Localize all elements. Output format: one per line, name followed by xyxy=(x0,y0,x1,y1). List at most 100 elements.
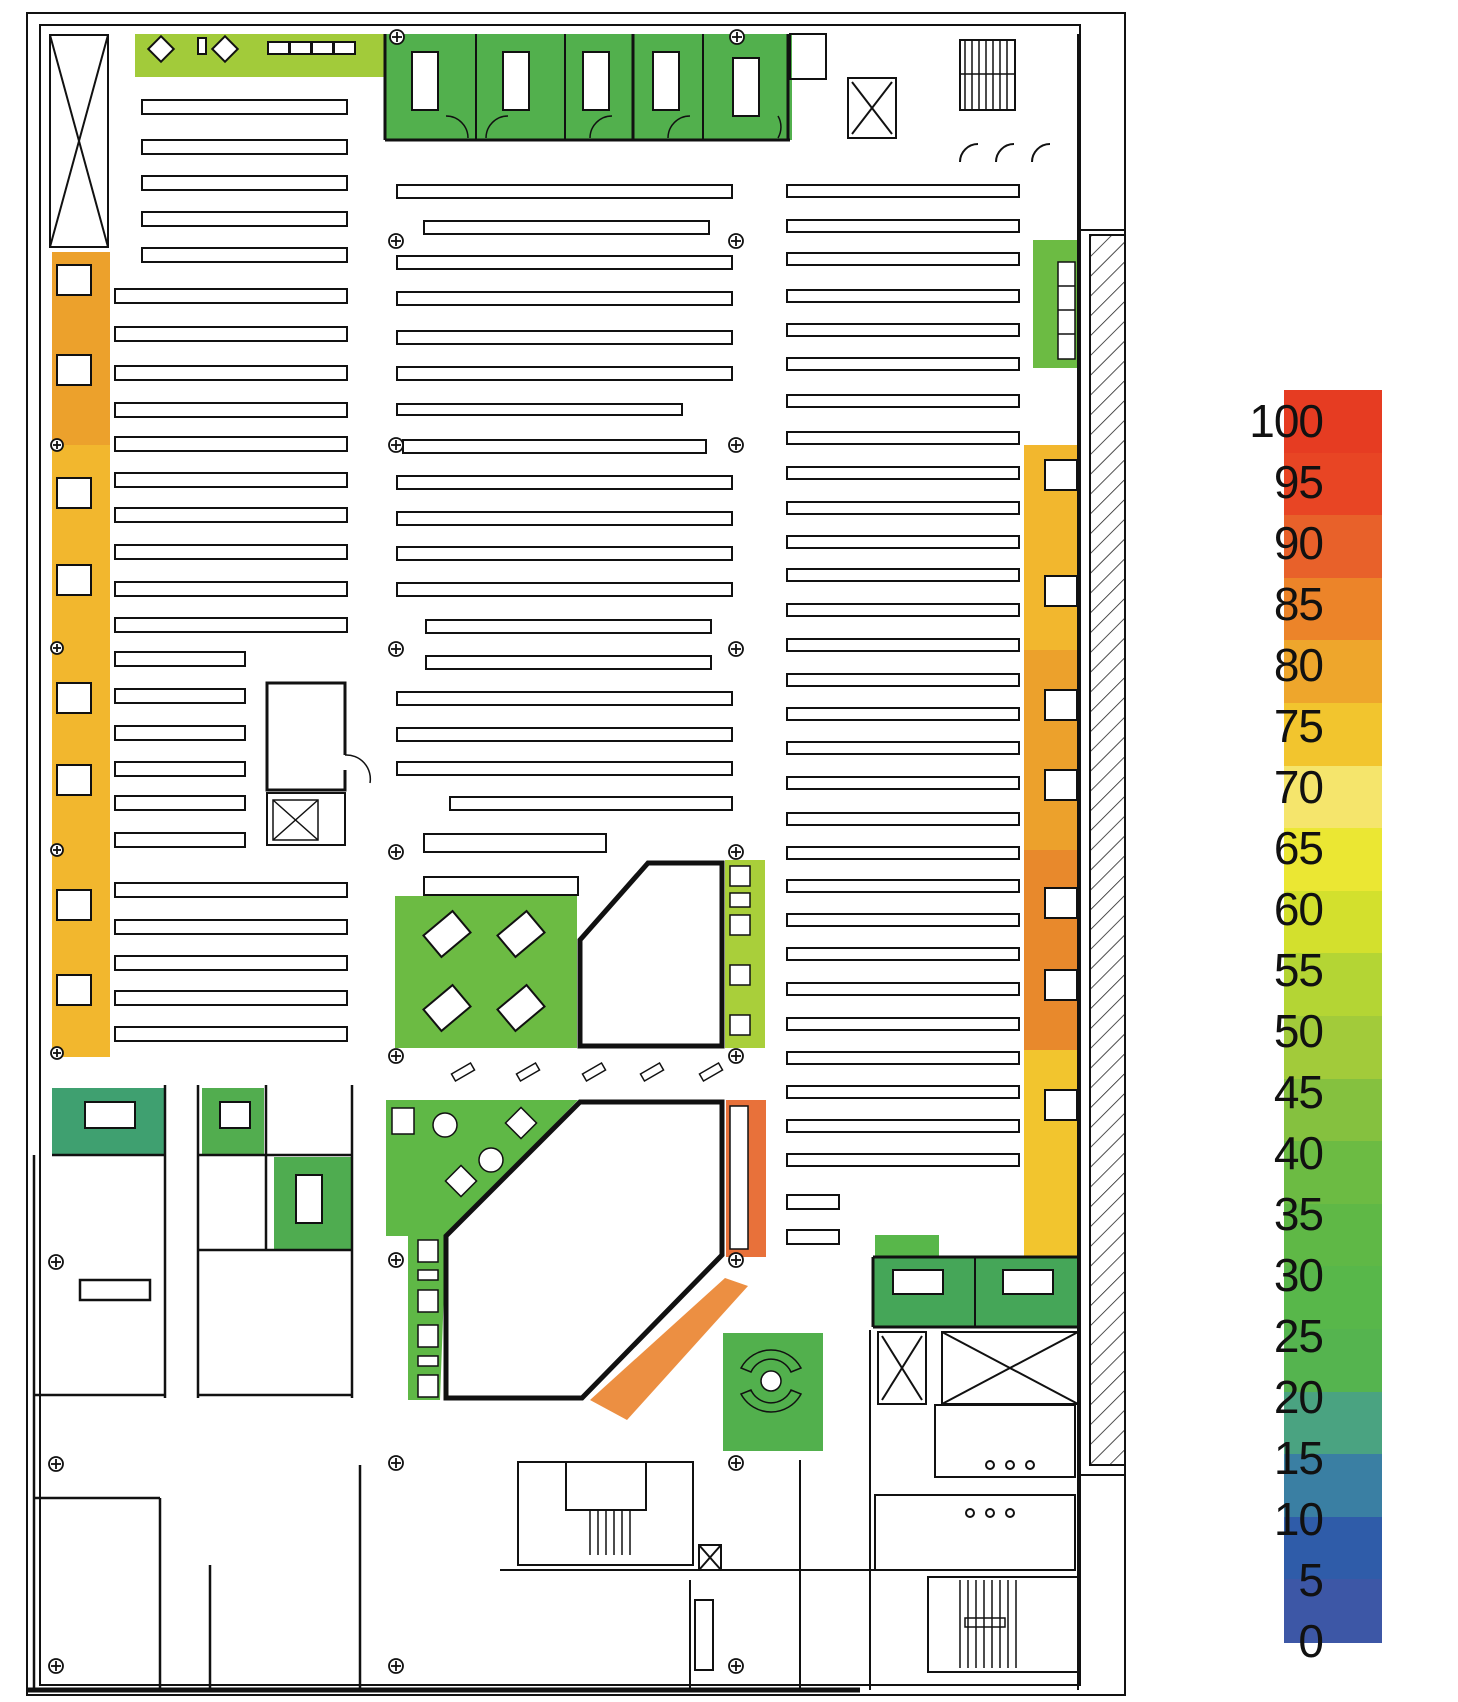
column-marker-icon xyxy=(50,1046,64,1060)
legend-tick-label: 100 xyxy=(1249,395,1324,447)
stacks-left xyxy=(114,99,348,1042)
legend-band xyxy=(1284,452,1382,517)
hatched-wall xyxy=(1089,234,1126,1466)
legend-tick-label: 80 xyxy=(1273,639,1324,691)
zone-circular-pod xyxy=(723,1333,823,1451)
benches xyxy=(450,1062,724,1082)
legend-band xyxy=(1284,890,1382,955)
legend-band xyxy=(1284,1203,1382,1268)
legend-band xyxy=(1284,953,1382,1017)
legend-band xyxy=(1284,1454,1382,1518)
legend-tick-label: 20 xyxy=(1273,1371,1324,1423)
legend-tick-label: 60 xyxy=(1273,883,1324,935)
column-marker-icon xyxy=(728,1658,744,1674)
legend-tick-label: 40 xyxy=(1273,1127,1324,1179)
column-marker-icon xyxy=(48,1658,64,1674)
column-marker-icon xyxy=(728,1048,744,1064)
zone-west-carrels-lower xyxy=(52,445,110,1057)
column-marker-icon xyxy=(728,233,744,249)
restrooms-se xyxy=(874,1404,1079,1673)
column-marker-icon xyxy=(728,1455,744,1471)
zone-east-carrels-bottom xyxy=(1024,1050,1078,1260)
legend-band xyxy=(1284,577,1382,642)
legend-band xyxy=(1284,515,1382,579)
legend-band xyxy=(1284,390,1382,454)
legend-tick-label: 25 xyxy=(1273,1310,1324,1362)
column-marker-icon xyxy=(48,1456,64,1472)
lounge-top-furniture xyxy=(146,34,356,64)
legend-tick-label: 85 xyxy=(1273,578,1324,630)
legend-tick-label: 0 xyxy=(1298,1615,1324,1667)
service-desk-lower xyxy=(443,1099,725,1401)
legend-tick-label: 50 xyxy=(1273,1005,1324,1057)
zone-lower-desk-diag xyxy=(590,1278,748,1420)
shaft-top-left xyxy=(49,34,109,248)
column-marker-icon xyxy=(388,641,404,657)
service-desk-upper xyxy=(577,860,725,1049)
column-marker-icon xyxy=(728,641,744,657)
legend-tick-label: 30 xyxy=(1273,1249,1324,1301)
column-marker-icon xyxy=(388,844,404,860)
stacks-right xyxy=(786,184,1020,1245)
legend-band xyxy=(1284,703,1382,767)
stacks-middle xyxy=(396,184,733,896)
column-marker-icon xyxy=(728,437,744,453)
column-marker-icon xyxy=(48,1254,64,1270)
legend-tick-label: 15 xyxy=(1273,1432,1324,1484)
legend-tick-label: 55 xyxy=(1273,944,1324,996)
column-marker-icon xyxy=(50,641,64,655)
legend-band xyxy=(1284,1078,1382,1143)
legend-tick-label: 95 xyxy=(1273,456,1324,508)
legend-band xyxy=(1284,1141,1382,1205)
zone-central-tables xyxy=(395,896,577,1048)
column-marker-icon xyxy=(388,437,404,453)
legend-band xyxy=(1284,765,1382,830)
column-marker-icon xyxy=(50,843,64,857)
column-marker-icon xyxy=(728,1252,744,1268)
column-marker-icon xyxy=(388,1252,404,1268)
legend-tick-label: 65 xyxy=(1273,822,1324,874)
column-marker-icon xyxy=(728,844,744,860)
column-marker-icon xyxy=(729,29,745,45)
column-marker-icon xyxy=(388,1455,404,1471)
legend-band xyxy=(1284,1266,1382,1330)
legend-tick-label: 75 xyxy=(1273,700,1324,752)
column-marker-icon xyxy=(50,438,64,452)
rooms-southwest xyxy=(32,1085,362,1690)
legend-tick-label: 5 xyxy=(1298,1554,1324,1606)
zone-top-lounge xyxy=(135,34,385,77)
legend-tick-label: 90 xyxy=(1273,517,1324,569)
legend-tick-label: 10 xyxy=(1273,1493,1324,1545)
carrels-east xyxy=(1044,459,1078,1121)
zone-east-carrels-mid xyxy=(1024,650,1078,850)
core-top-right xyxy=(789,33,1079,1690)
room-left-center xyxy=(265,681,372,846)
column-marker-icon xyxy=(388,1048,404,1064)
east-desks xyxy=(1057,261,1076,360)
lower-desk-furniture xyxy=(391,1105,749,1398)
central-tables xyxy=(422,909,546,1033)
column-marker-icon xyxy=(389,29,405,45)
legend-band xyxy=(1284,1391,1382,1456)
legend-band xyxy=(1284,640,1382,704)
legend-band xyxy=(1284,1016,1382,1080)
floor-plan xyxy=(26,12,1126,1696)
legend-band xyxy=(1284,828,1382,892)
meeting-rooms-se xyxy=(871,1255,1080,1405)
service-desk-stations xyxy=(729,865,751,1036)
legend-band xyxy=(1284,1516,1382,1581)
column-marker-icon xyxy=(388,1658,404,1674)
legend-band xyxy=(1284,1579,1382,1643)
column-marker-icon xyxy=(388,233,404,249)
carrels-west xyxy=(56,264,92,1006)
legend-band xyxy=(1284,1329,1382,1393)
zone-room-se-top xyxy=(875,1235,939,1257)
legend-tick-label: 70 xyxy=(1273,761,1324,813)
legend-tick-label: 35 xyxy=(1273,1188,1324,1240)
legend-tick-label: 45 xyxy=(1273,1066,1324,1118)
zone-east-carrels-lowmid xyxy=(1024,850,1078,1050)
circular-pod xyxy=(739,1349,803,1413)
column-markers xyxy=(48,29,745,1674)
study-rooms-top xyxy=(383,34,790,142)
